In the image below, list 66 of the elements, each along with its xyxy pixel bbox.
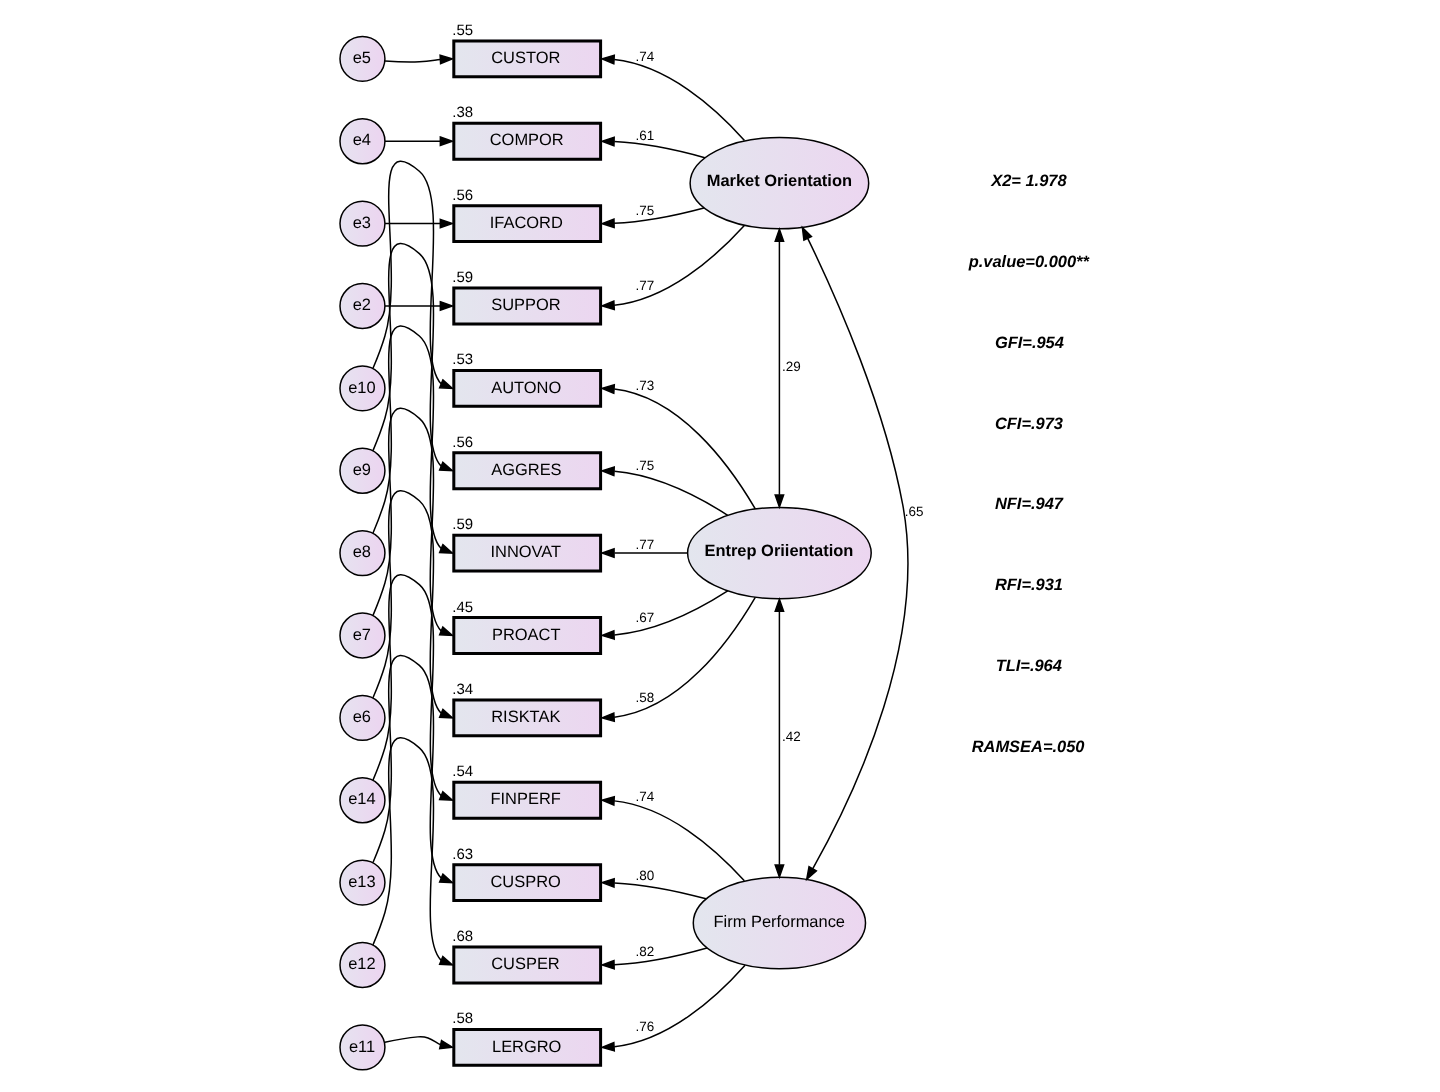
- arrow: [371, 574, 454, 802]
- node-label: .58: [451, 1009, 473, 1028]
- node-circle: e8: [338, 529, 385, 577]
- label: RFI=.931: [993, 576, 1063, 595]
- node-label: .59: [451, 515, 473, 534]
- arrow: [371, 655, 454, 884]
- node-label: .34: [451, 679, 473, 698]
- node-label: .45: [451, 597, 473, 616]
- node-circle: e6: [338, 694, 385, 742]
- label: TLI=.964: [994, 657, 1061, 676]
- label: RAMSEA=.050: [970, 738, 1084, 757]
- node-circle: e11: [338, 1024, 385, 1071]
- node-circle: e4: [338, 118, 385, 165]
- node-ellipse: Entrep Oriientation: [685, 506, 871, 600]
- node-label: .68: [451, 927, 473, 946]
- arrow: [598, 590, 728, 641]
- arrow: [598, 466, 728, 517]
- arrow: [598, 207, 704, 229]
- node-circle: e9: [338, 447, 385, 494]
- arrow: [371, 407, 454, 637]
- arrow: [598, 596, 756, 723]
- arrow: [598, 547, 687, 559]
- arrow: [598, 877, 706, 900]
- arrow: [598, 54, 745, 142]
- label: p.value=0.000**: [967, 252, 1088, 271]
- node-label: .56: [451, 432, 473, 451]
- arrow: [371, 737, 454, 966]
- label: X2= 1.978: [990, 171, 1066, 190]
- node-circle: e7: [338, 612, 385, 659]
- arrow: [371, 490, 454, 719]
- arrow: [383, 136, 454, 147]
- node-circle: e13: [338, 859, 385, 906]
- arrow: [383, 54, 454, 65]
- arrow: [371, 243, 454, 472]
- arrow: [800, 225, 908, 882]
- node-label: .54: [451, 762, 473, 781]
- node-ellipse: Firm Performance: [691, 876, 866, 970]
- label: CFI=.973: [993, 414, 1063, 433]
- node-circle: e2: [338, 282, 385, 330]
- arrow: [598, 136, 705, 159]
- label: NFI=.947: [993, 495, 1063, 514]
- node-ellipse: Market Orientation: [688, 136, 869, 230]
- arrow: [383, 1036, 454, 1050]
- arrow: [598, 224, 745, 311]
- node-label: .63: [451, 844, 473, 863]
- label: GFI=.954: [993, 333, 1063, 352]
- arrow: [598, 964, 745, 1052]
- arrow: [383, 300, 454, 312]
- arrow: [773, 227, 784, 510]
- arrow: [371, 160, 454, 390]
- arrow: [773, 596, 784, 880]
- arrow: [598, 947, 707, 970]
- node-circle: e10: [338, 365, 385, 412]
- node-label: .55: [451, 20, 473, 39]
- node-label: .56: [451, 185, 473, 204]
- arrow: [383, 218, 454, 229]
- arrow: [598, 795, 745, 882]
- node-circle: e3: [338, 200, 385, 247]
- node-label: .59: [451, 268, 473, 287]
- node-label: .38: [451, 103, 473, 122]
- arrow: [598, 383, 756, 510]
- node-label: .53: [451, 350, 473, 369]
- node-circle: e12: [338, 941, 385, 989]
- arrow: [371, 325, 454, 554]
- node-circle: e14: [338, 777, 385, 824]
- node-circle: e5: [338, 35, 385, 83]
